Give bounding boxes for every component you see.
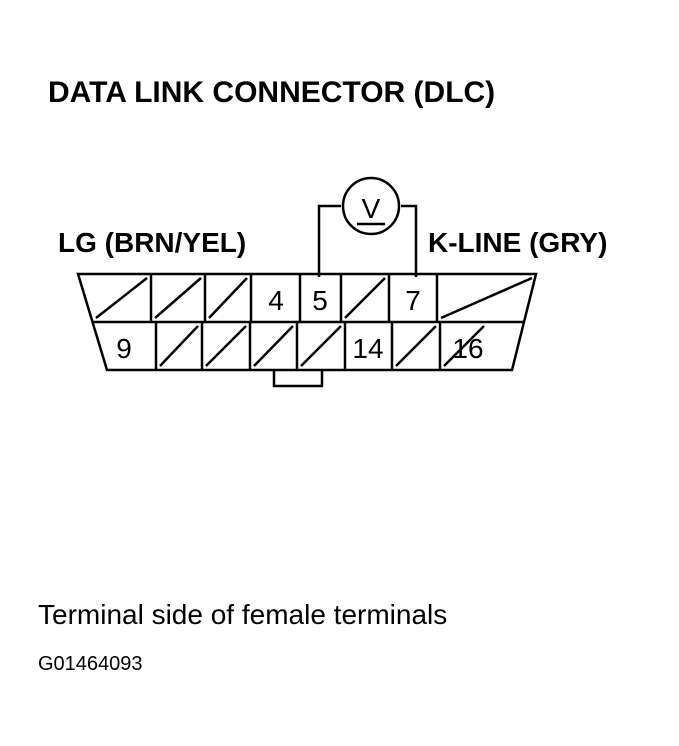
blank-terminal-16-hatch: [443, 325, 485, 367]
blank-terminals-top: [95, 276, 533, 320]
pin-9-label: 9: [116, 333, 132, 364]
meter-lead-right: [401, 204, 418, 277]
pin-7-label: 7: [405, 285, 421, 316]
caption: Terminal side of female terminals: [38, 599, 447, 630]
voltmeter-icon: V: [341, 176, 401, 236]
voltmeter-symbol: V: [362, 193, 381, 224]
blank-terminal-1: [95, 277, 148, 319]
pin-14-label: 14: [352, 333, 383, 364]
diagram-title: DATA LINK CONNECTOR (DLC): [48, 76, 495, 109]
connector-body: [76, 272, 538, 388]
blank-terminal-2: [154, 277, 202, 319]
figure-code: G01464093: [38, 653, 143, 675]
blank-terminal-12: [253, 325, 294, 367]
pin-4-label: 4: [268, 285, 284, 316]
lg-label: LG (BRN/YEL): [58, 227, 246, 258]
blank-terminals-bottom: [159, 325, 485, 367]
blank-terminal-6: [344, 277, 386, 319]
blank-terminal-3: [208, 277, 248, 319]
pin-16-label: 16: [452, 333, 483, 364]
blank-terminal-10: [159, 325, 199, 367]
blank-terminal-15: [395, 325, 437, 367]
blank-terminal-13: [300, 325, 342, 367]
meter-lead-left: [317, 204, 341, 277]
pin-5-label: 5: [312, 285, 328, 316]
k-line-label: K-LINE (GRY): [428, 227, 607, 258]
blank-terminal-8: [440, 276, 533, 320]
blank-terminal-11: [205, 325, 247, 367]
